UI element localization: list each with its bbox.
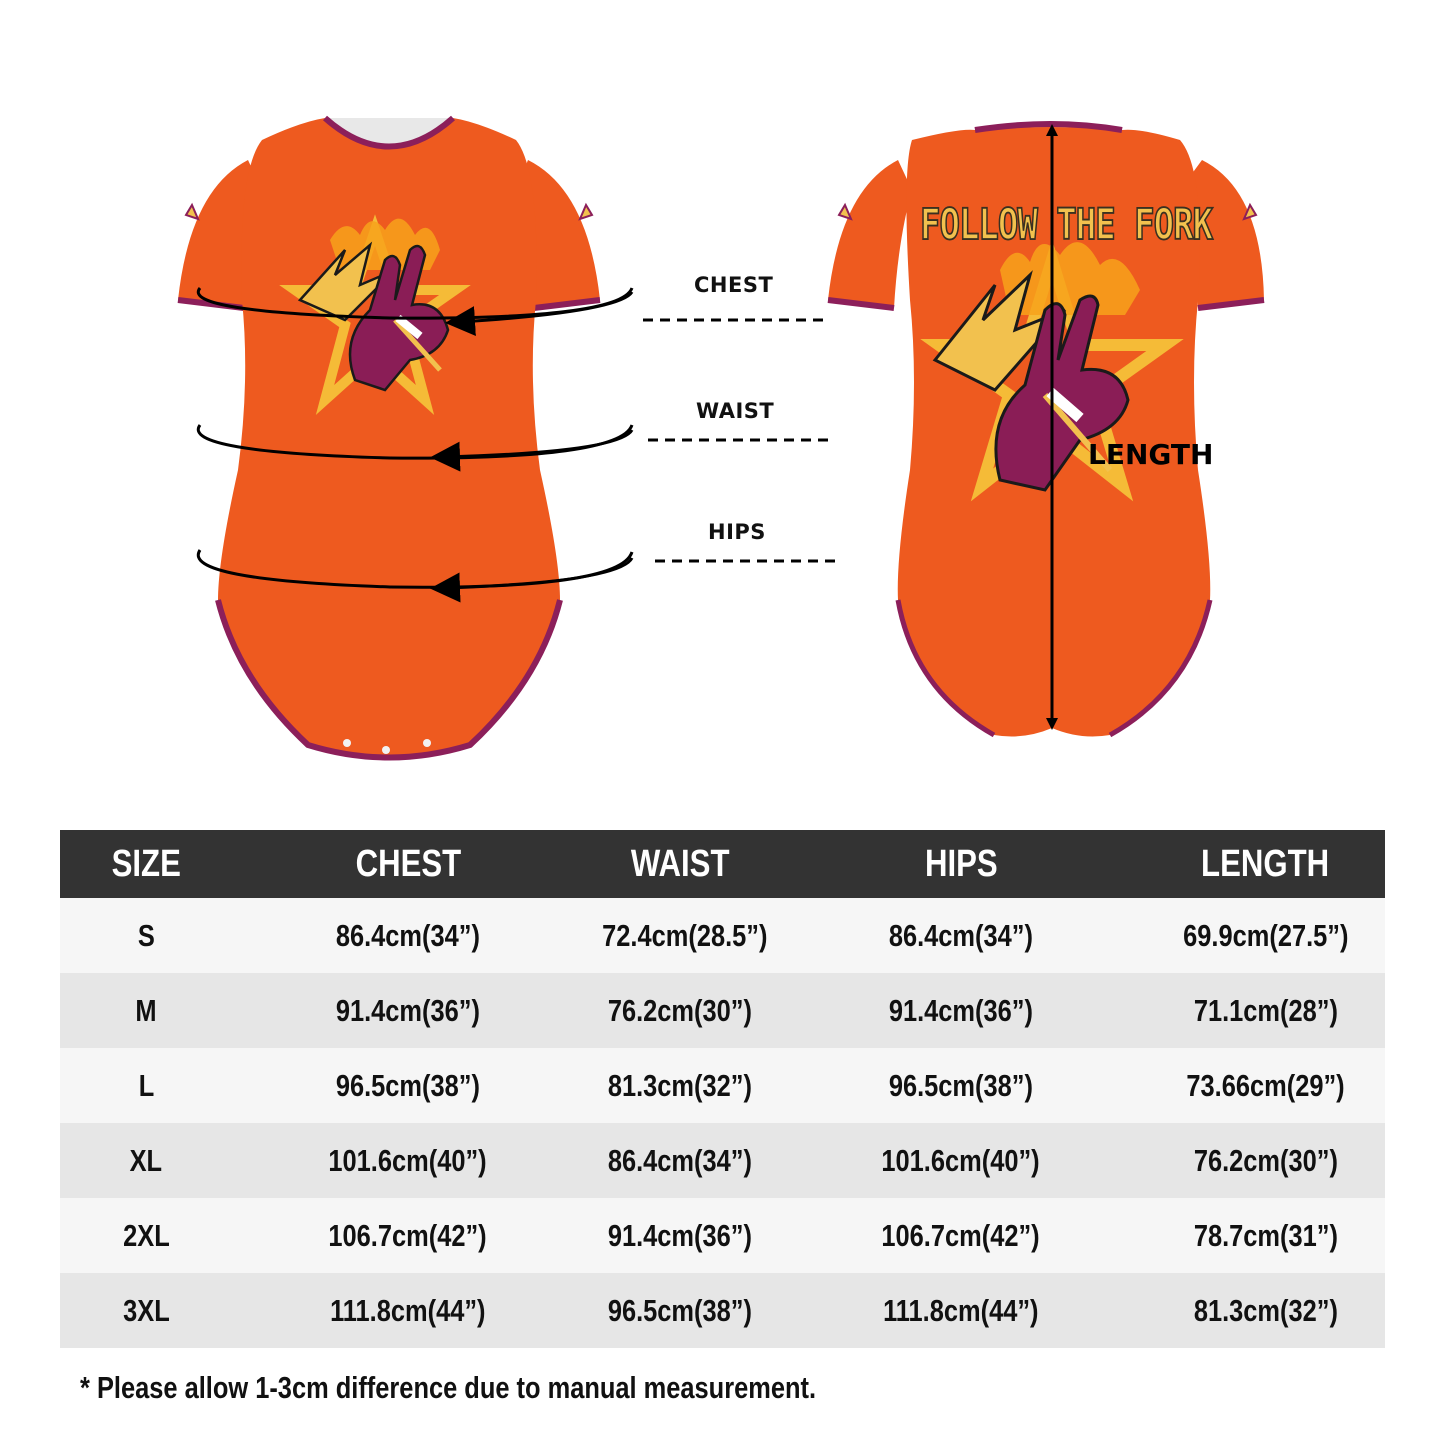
cell-waist: 96.5cm(38”) [584,1273,776,1348]
cell-size: L [60,1048,232,1123]
cell-hips: 106.7cm(42”) [776,1198,1146,1273]
table-row: XL 101.6cm(40”) 86.4cm(34”) 101.6cm(40”)… [60,1123,1385,1198]
table-row: L 96.5cm(38”) 81.3cm(32”) 96.5cm(38”) 73… [60,1048,1385,1123]
length-measure-indicator [1046,124,1058,730]
chest-label: CHEST [694,273,774,297]
header-hips: HIPS [776,830,1146,898]
cell-chest: 101.6cm(40”) [232,1123,584,1198]
hips-measure-indicator [196,549,835,603]
cell-chest: 111.8cm(44”) [232,1273,584,1348]
header-waist: WAIST [584,830,776,898]
table-row: S 86.4cm(34”) 72.4cm(28.5”) 86.4cm(34”) … [60,898,1385,973]
cell-size: M [60,973,232,1048]
cell-hips: 91.4cm(36”) [776,973,1146,1048]
cell-length: 76.2cm(30”) [1146,1123,1385,1198]
cell-length: 69.9cm(27.5”) [1146,898,1385,973]
header-length: LENGTH [1146,830,1385,898]
cell-chest: 91.4cm(36”) [232,973,584,1048]
cell-length: 81.3cm(32”) [1146,1273,1385,1348]
back-bodysuit [827,121,1265,738]
cell-chest: 86.4cm(34”) [232,898,584,973]
size-chart-table: SIZE CHEST WAIST HIPS LENGTH S 86.4cm(34… [60,830,1385,1348]
cell-waist: 91.4cm(36”) [584,1198,776,1273]
cell-size: S [60,898,232,973]
cell-waist: 81.3cm(32”) [584,1048,776,1123]
measurement-disclaimer: * Please allow 1-3cm difference due to m… [80,1370,817,1405]
cell-hips: 96.5cm(38”) [776,1048,1146,1123]
waist-measure-indicator [196,424,828,472]
cell-size: 3XL [60,1273,232,1348]
table-row: 3XL 111.8cm(44”) 96.5cm(38”) 111.8cm(44”… [60,1273,1385,1348]
length-label: LENGTH [1088,438,1214,471]
cell-waist: 72.4cm(28.5”) [584,898,776,973]
garment-illustrations [177,115,1265,761]
cell-waist: 86.4cm(34”) [584,1123,776,1198]
table-row: 2XL 106.7cm(42”) 91.4cm(36”) 106.7cm(42”… [60,1198,1385,1273]
chest-measure-indicator [196,287,825,337]
cell-hips: 111.8cm(44”) [776,1273,1146,1348]
back-slogan: FOLLOW THE FORK [919,199,1214,251]
cell-chest: 96.5cm(38”) [232,1048,584,1123]
cell-chest: 106.7cm(42”) [232,1198,584,1273]
cell-length: 71.1cm(28”) [1146,973,1385,1048]
cell-size: 2XL [60,1198,232,1273]
cell-hips: 101.6cm(40”) [776,1123,1146,1198]
front-bodysuit [177,115,601,761]
table-header-row: SIZE CHEST WAIST HIPS LENGTH [60,830,1385,898]
header-size: SIZE [60,830,232,898]
cell-length: 78.7cm(31”) [1146,1198,1385,1273]
hips-label: HIPS [708,520,766,544]
cell-hips: 86.4cm(34”) [776,898,1146,973]
header-chest: CHEST [232,830,584,898]
measurement-diagram: FOLLOW THE FORK CHEST WAIST HIPS LENGTH [177,115,1265,761]
cell-size: XL [60,1123,232,1198]
cell-length: 73.66cm(29”) [1146,1048,1385,1123]
cell-waist: 76.2cm(30”) [584,973,776,1048]
waist-label: WAIST [696,399,775,423]
table-row: M 91.4cm(36”) 76.2cm(30”) 91.4cm(36”) 71… [60,973,1385,1048]
